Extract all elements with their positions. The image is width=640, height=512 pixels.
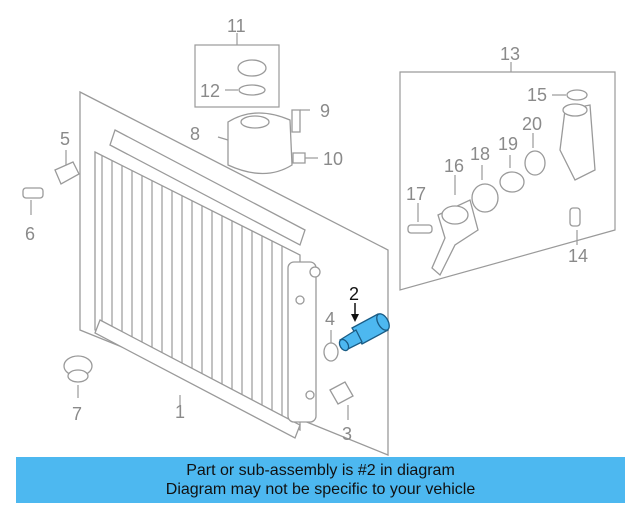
callout-2: 2 — [349, 284, 359, 304]
callout-7: 7 — [72, 404, 82, 424]
callout-10: 10 — [323, 149, 343, 169]
callout-3: 3 — [342, 424, 352, 444]
callout-20: 20 — [522, 114, 542, 134]
info-banner: Part or sub-assembly is #2 in diagram Di… — [16, 457, 625, 503]
callout-labels: 1 2 3 4 5 6 7 8 9 10 11 12 13 14 15 16 1… — [25, 16, 588, 444]
highlighted-sensor-part-2 — [338, 303, 390, 352]
banner-line-1: Part or sub-assembly is #2 in diagram — [186, 462, 455, 479]
left-small-parts — [22, 150, 93, 398]
banner-line-2: Diagram may not be specific to your vehi… — [165, 481, 476, 498]
callout-6: 6 — [25, 224, 35, 244]
callout-9: 9 — [320, 101, 330, 121]
radiator — [79, 90, 389, 456]
callout-8: 8 — [190, 124, 200, 144]
callout-18: 18 — [470, 144, 490, 164]
callout-14: 14 — [568, 246, 588, 266]
callout-5: 5 — [60, 129, 70, 149]
callout-12: 12 — [200, 81, 220, 101]
callout-17: 17 — [406, 184, 426, 204]
callout-4: 4 — [325, 309, 335, 329]
callout-1: 1 — [175, 402, 185, 422]
expansion-tank-group — [194, 33, 318, 175]
callout-16: 16 — [444, 156, 464, 176]
callout-11: 11 — [227, 16, 246, 36]
seal-parts — [179, 330, 354, 420]
callout-13: 13 — [500, 44, 520, 64]
callout-15: 15 — [527, 85, 547, 105]
callout-19: 19 — [498, 134, 518, 154]
thermostat-group — [399, 62, 616, 291]
